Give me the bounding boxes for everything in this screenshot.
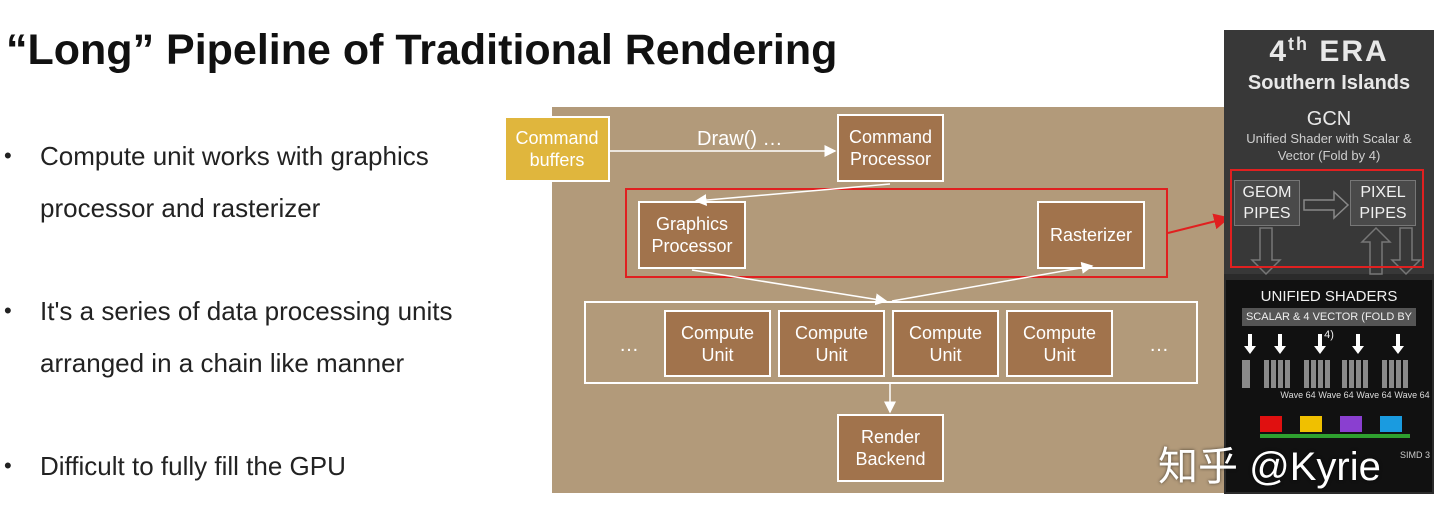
bullet-dot: •: [4, 453, 12, 478]
compute-unit-group: [584, 301, 1198, 384]
wave-label: Wave 64: [1394, 390, 1430, 400]
ellipsis-right: …: [1149, 334, 1169, 356]
era-heading: 4th ERA: [1224, 34, 1434, 69]
graphics-processor-box: Graphics Processor: [638, 201, 746, 269]
wave-label: Wave 64: [1356, 390, 1392, 400]
wave-label: Wave 64: [1318, 390, 1354, 400]
arch-description: Unified Shader with Scalar & Vector (Fol…: [1246, 131, 1412, 163]
compute-unit-box: Compute Unit: [1006, 310, 1113, 377]
bullet-text: Difficult to fully fill the GPU: [40, 451, 346, 481]
compute-unit-box: Compute Unit: [778, 310, 885, 377]
command-buffers-box: Command buffers: [504, 116, 610, 182]
render-backend-box: Render Backend: [837, 414, 944, 482]
era-suffix: th: [1288, 34, 1309, 54]
family-name: Southern Islands: [1247, 72, 1411, 94]
slide-title: “Long” Pipeline of Traditional Rendering: [6, 26, 838, 74]
era-number: 4: [1269, 35, 1288, 68]
pixel-pipes-box: PIXEL PIPES: [1350, 180, 1416, 226]
arch-name: GCN: [1306, 108, 1352, 130]
wave-label: Wave 64: [1280, 390, 1316, 400]
ellipsis-left: …: [619, 334, 639, 356]
shader-lanes: [1242, 334, 1408, 388]
gcn-highlight-frame: [1230, 169, 1424, 268]
bullet-dot: •: [4, 143, 12, 168]
bullet-dot: •: [4, 298, 12, 323]
era-word: ERA: [1319, 35, 1389, 68]
geom-pipes-box: GEOM PIPES: [1234, 180, 1300, 226]
bullet-text: Compute unit works with graphics process…: [40, 141, 429, 223]
command-processor-box: Command Processor: [837, 114, 944, 182]
draw-call-label: Draw() …: [697, 128, 783, 150]
gcn-architecture-panel: 4th ERA Southern Islands GCN Unified Sha…: [1224, 30, 1434, 494]
compute-unit-box: Compute Unit: [664, 310, 771, 377]
watermark-text: 知乎 @Kyrie: [1158, 445, 1381, 489]
gcn-upper-region: [1224, 30, 1434, 274]
unified-shaders-title: UNIFIED SHADERS: [1260, 288, 1398, 305]
unified-shaders-subtitle: SCALAR & 4 VECTOR (FOLD BY 4): [1242, 308, 1416, 341]
bullet-text: It's a series of data processing units a…: [40, 296, 453, 378]
rasterizer-box: Rasterizer: [1037, 201, 1145, 269]
simd-label: SIMD 3: [1400, 450, 1431, 460]
compute-unit-box: Compute Unit: [892, 310, 999, 377]
simd-units: [1260, 416, 1410, 438]
